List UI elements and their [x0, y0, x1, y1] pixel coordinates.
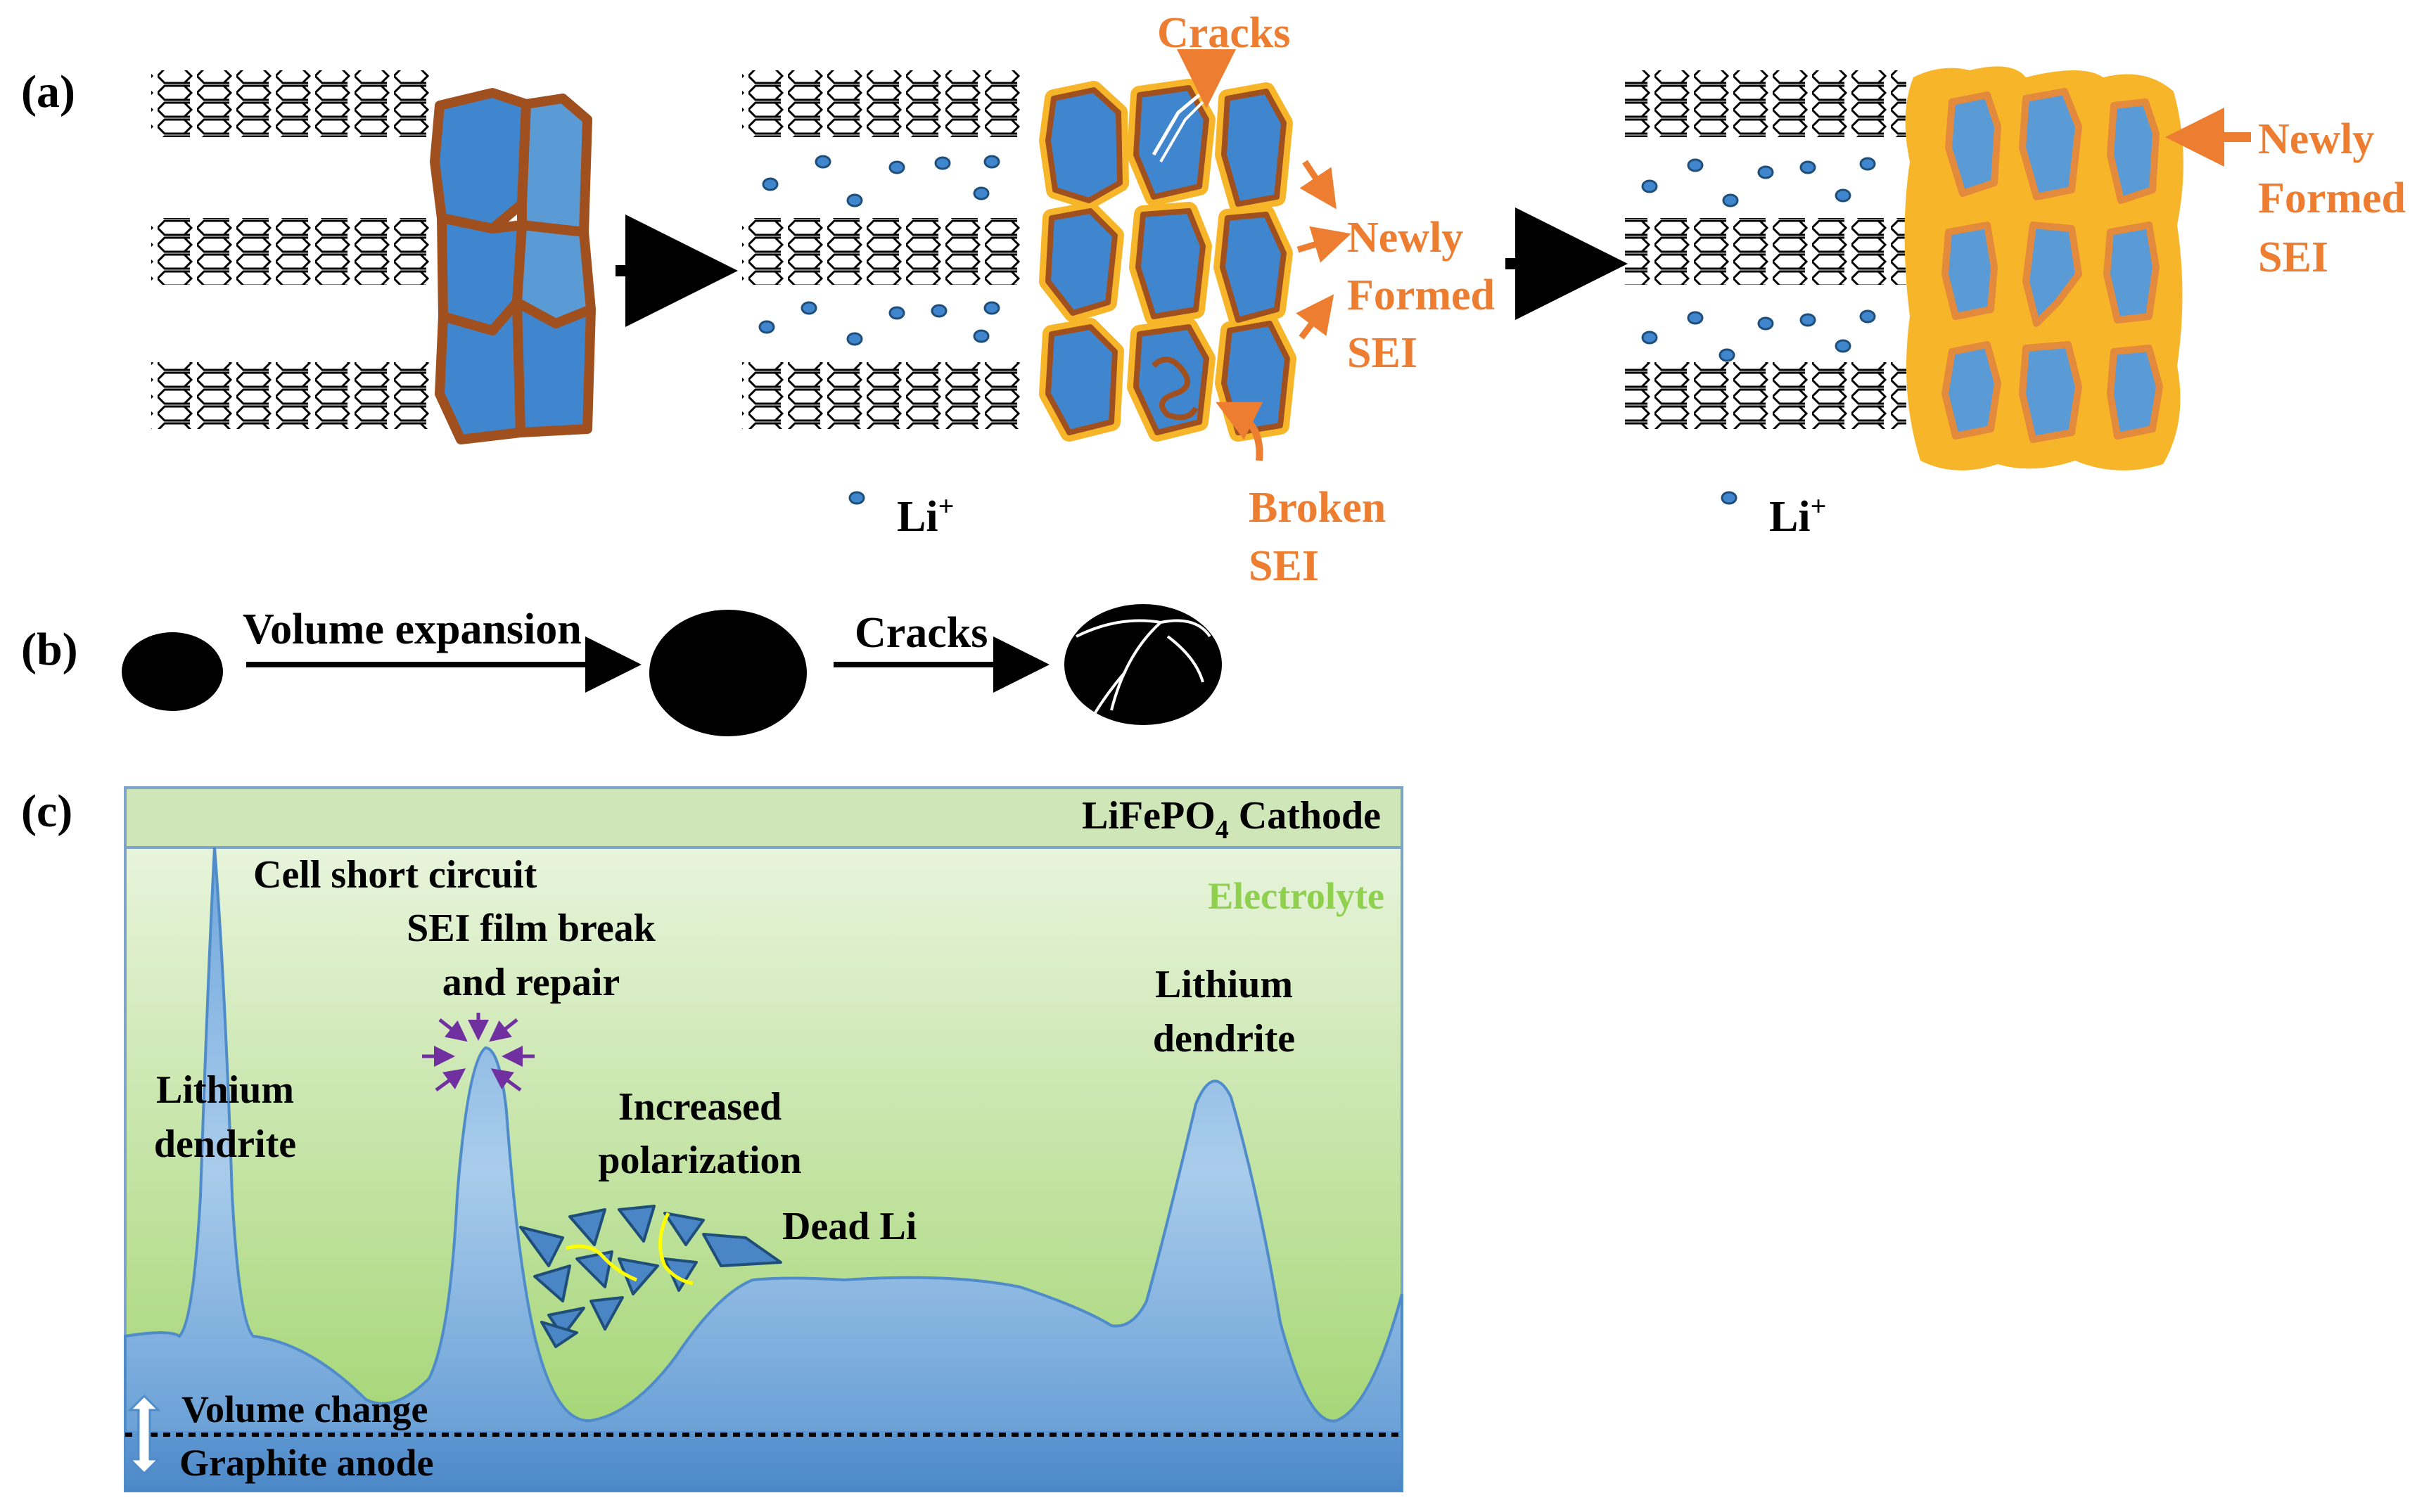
sei-film-label-line1: SEI film break: [407, 906, 656, 950]
volume-change-label: Volume change: [181, 1388, 428, 1430]
dead-li-shards: [519, 1205, 782, 1348]
graphite-layers-stage-3: [1625, 70, 1906, 429]
particle-expanded: [649, 610, 807, 736]
lithium-dendrite-right-line1: Lithium: [1155, 963, 1293, 1006]
li-ion-legend-2: Li+: [1721, 490, 1826, 541]
sei-arrow-3: [1296, 294, 1334, 340]
cathode-layer: [124, 786, 1403, 849]
li-ion-sup-1: +: [938, 490, 955, 522]
increased-polarization-line1: Increased: [618, 1085, 782, 1129]
panel-b-label: (b): [21, 624, 78, 675]
anode-layer: [125, 1431, 1402, 1491]
li-ion-legend-1: Li+: [848, 490, 954, 541]
broken-sei-arrow: [1216, 402, 1263, 461]
broken-sei-line2: SEI: [1249, 542, 1319, 590]
newly-formed-sei-line2: Formed: [1347, 271, 1495, 319]
crack-yellow-2: [658, 1212, 694, 1286]
dead-li-label: Dead Li: [782, 1205, 917, 1248]
newly-formed-sei-right-line1: Newly: [2258, 115, 2374, 163]
panel-a-label: (a): [21, 66, 75, 117]
cathode-label-sub: 4: [1216, 815, 1229, 845]
graphite-layers-stage-1: [151, 70, 429, 429]
sei-arrow-2: [1296, 226, 1351, 263]
sei-film-label-line2: and repair: [442, 961, 620, 1004]
newly-formed-sei-right-line2: Formed: [2258, 174, 2406, 222]
newly-formed-sei-right-line3: SEI: [2258, 233, 2328, 281]
svg-text:Li+: Li+: [897, 490, 954, 541]
silicon-particle-intact: [430, 88, 596, 444]
svg-text:Li+: Li+: [1769, 490, 1826, 541]
sei-repair-arrows: [422, 1013, 535, 1092]
graphite-layers-stage-2: [742, 70, 1023, 429]
cracked-particles-with-sei: [1039, 79, 1296, 442]
cathode-label-prefix: LiFePO: [1082, 794, 1216, 838]
li-ion-base-2: Li: [1769, 493, 1811, 541]
sei-arrow-1: [1299, 160, 1337, 210]
li-ion-sup-2: +: [1811, 490, 1827, 522]
crack-yellow-1: [566, 1244, 637, 1282]
cathode-label-suffix: Cathode: [1229, 794, 1381, 838]
panel-c-label: (c): [21, 786, 72, 837]
volume-expansion-label: Volume expansion: [243, 606, 582, 653]
broken-sei-line1: Broken: [1249, 484, 1386, 532]
cracks-label-a: Cracks: [1157, 9, 1290, 57]
li-ions-stage-3: [1641, 157, 1876, 362]
cell-schematic: LiFePO4 Cathode Electrolyte Cell short c…: [124, 786, 1403, 1492]
svg-text:LiFePO4 Cathode: LiFePO4 Cathode: [1082, 794, 1381, 845]
cell-short-circuit-label: Cell short circuit: [253, 853, 537, 897]
lithium-dendrite-left-line2: dendrite: [154, 1122, 296, 1166]
lithium-dendrite-right-line2: dendrite: [1153, 1017, 1295, 1061]
increased-polarization-line2: polarization: [598, 1139, 801, 1182]
anode-deposit-profile: [124, 847, 1403, 1492]
cracks-label-b: Cracks: [855, 609, 988, 657]
particle-small: [122, 632, 223, 711]
graphite-anode-label: Graphite anode: [179, 1442, 434, 1484]
li-ions-stage-2: [758, 155, 1000, 346]
electrolyte-label: Electrolyte: [1208, 875, 1384, 917]
particle-cracked: [1064, 604, 1222, 725]
lithium-dendrite-left-line1: Lithium: [156, 1068, 294, 1112]
volume-change-double-arrow: [127, 1394, 161, 1475]
newly-formed-sei-line1: Newly: [1347, 214, 1463, 262]
li-ion-base-1: Li: [897, 493, 938, 541]
thick-sei-particles: [1904, 66, 2183, 470]
newly-formed-sei-line3: SEI: [1347, 329, 1417, 377]
